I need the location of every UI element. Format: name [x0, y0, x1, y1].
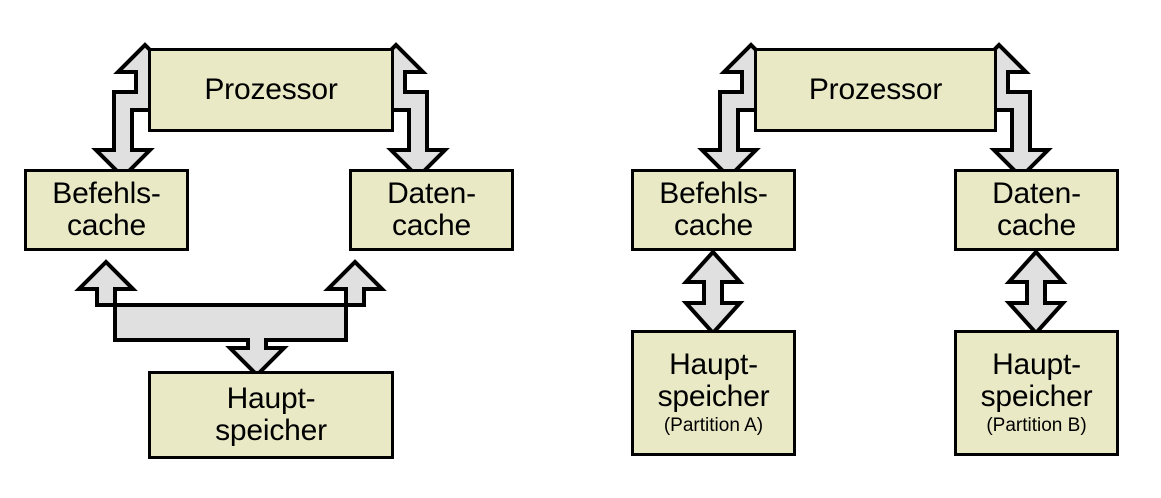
main-memory-partition-b-box[interactable]: Haupt- speicher (Partition B): [954, 330, 1119, 456]
main-memory-partition-a-label: Haupt- speicher: [657, 347, 770, 413]
instruction-cache-label: Befehls- cache: [52, 177, 161, 242]
processor-label: Prozessor: [204, 73, 338, 107]
main-memory-partition-b-sublabel: (Partition B): [986, 415, 1087, 437]
data-cache-box-right[interactable]: Daten- cache: [954, 169, 1119, 251]
processor-box-right[interactable]: Prozessor: [754, 48, 997, 132]
data-cache-label-right: Daten- cache: [992, 177, 1081, 242]
data-cache-box[interactable]: Daten- cache: [349, 169, 514, 251]
main-memory-partition-a-sublabel: (Partition A): [663, 415, 764, 437]
instruction-cache-box[interactable]: Befehls- cache: [24, 169, 189, 251]
arrow-data-cache-to-memory-b: [1004, 249, 1068, 336]
arrow-main-memory-down-stem: [113, 303, 348, 378]
main-memory-partition-a-box[interactable]: Haupt- speicher (Partition A): [631, 330, 796, 456]
instruction-cache-label-right: Befehls- cache: [659, 177, 768, 242]
main-memory-box[interactable]: Haupt- speicher: [148, 371, 394, 459]
arrow-instruction-cache-to-memory-a: [681, 249, 745, 336]
main-memory-partition-b-label: Haupt- speicher: [980, 347, 1093, 413]
processor-box[interactable]: Prozessor: [148, 48, 394, 132]
data-cache-label: Daten- cache: [387, 177, 476, 242]
main-memory-label: Haupt- speicher: [215, 382, 327, 447]
processor-label-right: Prozessor: [808, 73, 943, 107]
instruction-cache-box-right[interactable]: Befehls- cache: [631, 169, 796, 251]
